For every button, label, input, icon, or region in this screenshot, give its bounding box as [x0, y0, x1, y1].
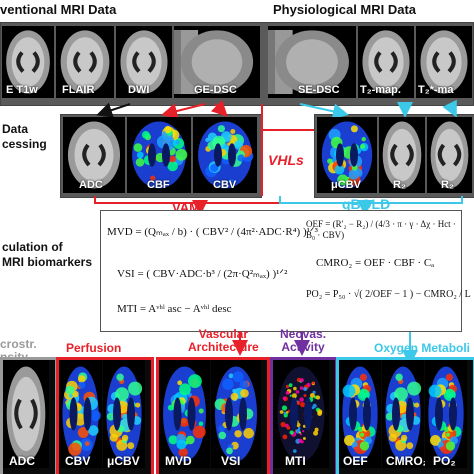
qbold-label: qBOLD: [342, 196, 391, 212]
bottom-image-2: [103, 360, 145, 468]
conventional-label-3: GE-DSC: [194, 84, 237, 96]
bottom-label-5: MTI: [285, 454, 306, 468]
conventional-image-3: [174, 26, 260, 98]
conventional-label-1: FLAIR: [62, 84, 95, 96]
bottom-label-6: OEF: [343, 454, 368, 468]
bottom-image-4: [211, 360, 261, 468]
conventional-image-1: [56, 26, 114, 98]
bottom-label-8: PO₂: [433, 454, 456, 468]
processed-right-label-1: R₂: [393, 179, 406, 191]
processed-left-image-0: [63, 117, 125, 193]
processed-right-image-0: [317, 117, 377, 193]
processing-label: Data cessing: [2, 122, 47, 151]
bottom-label-0: ADC: [9, 454, 35, 468]
processed-left-image-2: [193, 117, 257, 193]
processed-left-image-1: [127, 117, 191, 193]
bottom-image-0: [3, 360, 49, 468]
bottom-label-7: CMRO₂: [386, 454, 428, 468]
processed-left-label-2: CBV: [213, 179, 237, 191]
equation-po2: PO₂ = P₅₀ · √( 2/OEF − 1 ) − CMRO₂ / L: [306, 289, 471, 300]
physiological-label-0: SE-DSC: [298, 84, 340, 96]
conventional-label-2: DWI: [128, 84, 150, 96]
processed-right-label-0: μCBV: [331, 179, 361, 191]
physiological-image-2: [416, 26, 472, 98]
physiological-label-2: T₂*-ma: [418, 84, 454, 96]
vhls-label: VHLs: [268, 152, 304, 168]
conventional-header: ventional MRI Data: [0, 2, 117, 17]
physiological-header: Physiological MRI Data: [273, 2, 417, 17]
conventional-image-0: [2, 26, 54, 98]
equation-vsi: VSI = ( CBV·ADC·b³ / (2π·Q²ₘₐₓ) )¹ᐟ²: [117, 268, 288, 280]
formula-box: MVD = (Qₘₐₓ / b) · ( CBV² / (4π²·ADC·R⁴)…: [100, 210, 471, 332]
physiological-image-1: [358, 26, 414, 98]
physiological-label-1: T₂-map.: [360, 84, 401, 96]
equation-mti: MTI = Aᵛʰˡ asc − Aᵛʰˡ desc: [117, 303, 232, 315]
bottom-label-1: CBV: [65, 454, 91, 468]
equation-oef: OEF = (R′₂ − R₂) / (4/3 · π · γ · Δχ · H…: [306, 219, 456, 240]
equation-cmro2: CMRO₂ = OEF · CBF · Cₐ: [316, 257, 435, 269]
processed-right-image-1: [379, 117, 425, 193]
bottom-label-3: MVD: [165, 454, 192, 468]
bottom-image-6: [339, 360, 381, 468]
bottom-label-2: μCBV: [107, 454, 140, 468]
category-oxygen: Oxygen Metaboli: [374, 341, 471, 355]
category-neovas: Neovas. Activity: [280, 327, 327, 354]
bottom-image-8: [425, 360, 467, 468]
bottom-image-1: [59, 360, 102, 468]
category-vascular: Vascular Architecture: [188, 327, 259, 354]
processed-left-label-0: ADC: [79, 179, 103, 191]
processed-right-label-2: R₂: [441, 179, 454, 191]
processed-left-label-1: CBF: [147, 179, 170, 191]
physiological-image-0: [268, 26, 356, 98]
bottom-label-4: VSI: [221, 454, 241, 468]
conventional-image-2: [116, 26, 172, 98]
bottom-image-5: [273, 360, 329, 468]
equation-mvd: MVD = (Qₘₐₓ / b) · ( CBV² / (4π²·ADC·R⁴)…: [107, 226, 318, 238]
processed-right-image-2: [427, 117, 472, 193]
conventional-label-0: E T1w: [6, 84, 38, 96]
bottom-image-3: [159, 360, 210, 468]
category-perfusion: Perfusion: [66, 341, 122, 355]
calculation-label: culation of MRI biomarkers: [2, 240, 93, 269]
bottom-image-7: [382, 360, 424, 468]
